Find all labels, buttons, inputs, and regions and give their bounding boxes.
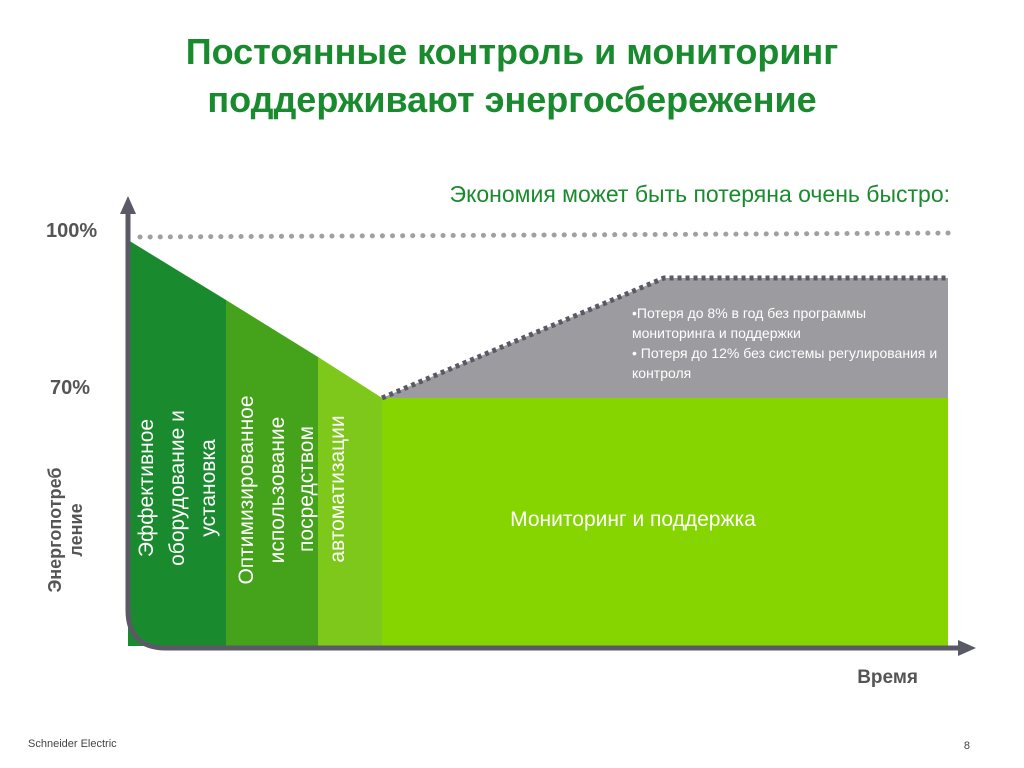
y-axis-title-line-2: ление <box>66 503 86 557</box>
loss-outline-dotted <box>381 275 948 401</box>
subtitle: Экономия может быть потеряна очень быстр… <box>449 181 950 207</box>
y-axis-title-line-1: Энергопотреб <box>45 467 65 593</box>
phase-label-optimized-usage: Оптимизированное использование <box>231 374 293 606</box>
y-axis-arrow-icon <box>120 196 136 214</box>
phase-label-efficient-equipment: Эффективное оборудование и установка <box>131 398 224 578</box>
slide-title: Постоянные контроль и мониторинг поддерж… <box>0 28 1024 124</box>
title-line-1: Постоянные контроль и мониторинг <box>185 31 839 72</box>
phase-label-automation: посредством автоматизации <box>291 398 353 580</box>
monitoring-area <box>318 357 948 646</box>
y-label-70: 70% <box>50 377 91 399</box>
optimized-usage-area <box>226 300 318 646</box>
loss-area <box>382 278 948 398</box>
phase2-line-1: Оптимизированное <box>235 395 258 585</box>
phase3-line-1: посредством <box>295 426 318 552</box>
y-label-100: 100% <box>46 220 98 242</box>
phase3-line-2: автоматизации <box>326 415 349 563</box>
company-name: Schneider Electric <box>28 738 117 750</box>
chart-axes <box>125 212 960 651</box>
phase1-line-1: Эффективное <box>135 418 158 558</box>
phase2-line-2: использование <box>266 416 289 564</box>
loss-note-2: • Потеря до 12% без системы регулировани… <box>632 345 938 381</box>
x-axis-arrow-icon <box>958 640 976 656</box>
page-number: 8 <box>963 740 970 752</box>
phase1-line-3: установка <box>197 439 220 537</box>
title-line-2: поддерживают энергосбережение <box>207 79 817 120</box>
reference-100-dotted-line <box>137 230 958 240</box>
automation-area <box>318 357 382 646</box>
efficient-equipment-area <box>128 240 226 646</box>
y-axis-title: Энергопотреб ление <box>45 450 87 610</box>
phase1-line-2: оборудование и <box>166 410 189 566</box>
x-axis-title: Время <box>857 667 918 688</box>
monitoring-label: Мониторинг и поддержка <box>510 508 756 531</box>
loss-notes: •Потеря до 8% в год без программы монито… <box>632 303 942 383</box>
loss-note-1: •Потеря до 8% в год без программы монито… <box>632 305 867 341</box>
